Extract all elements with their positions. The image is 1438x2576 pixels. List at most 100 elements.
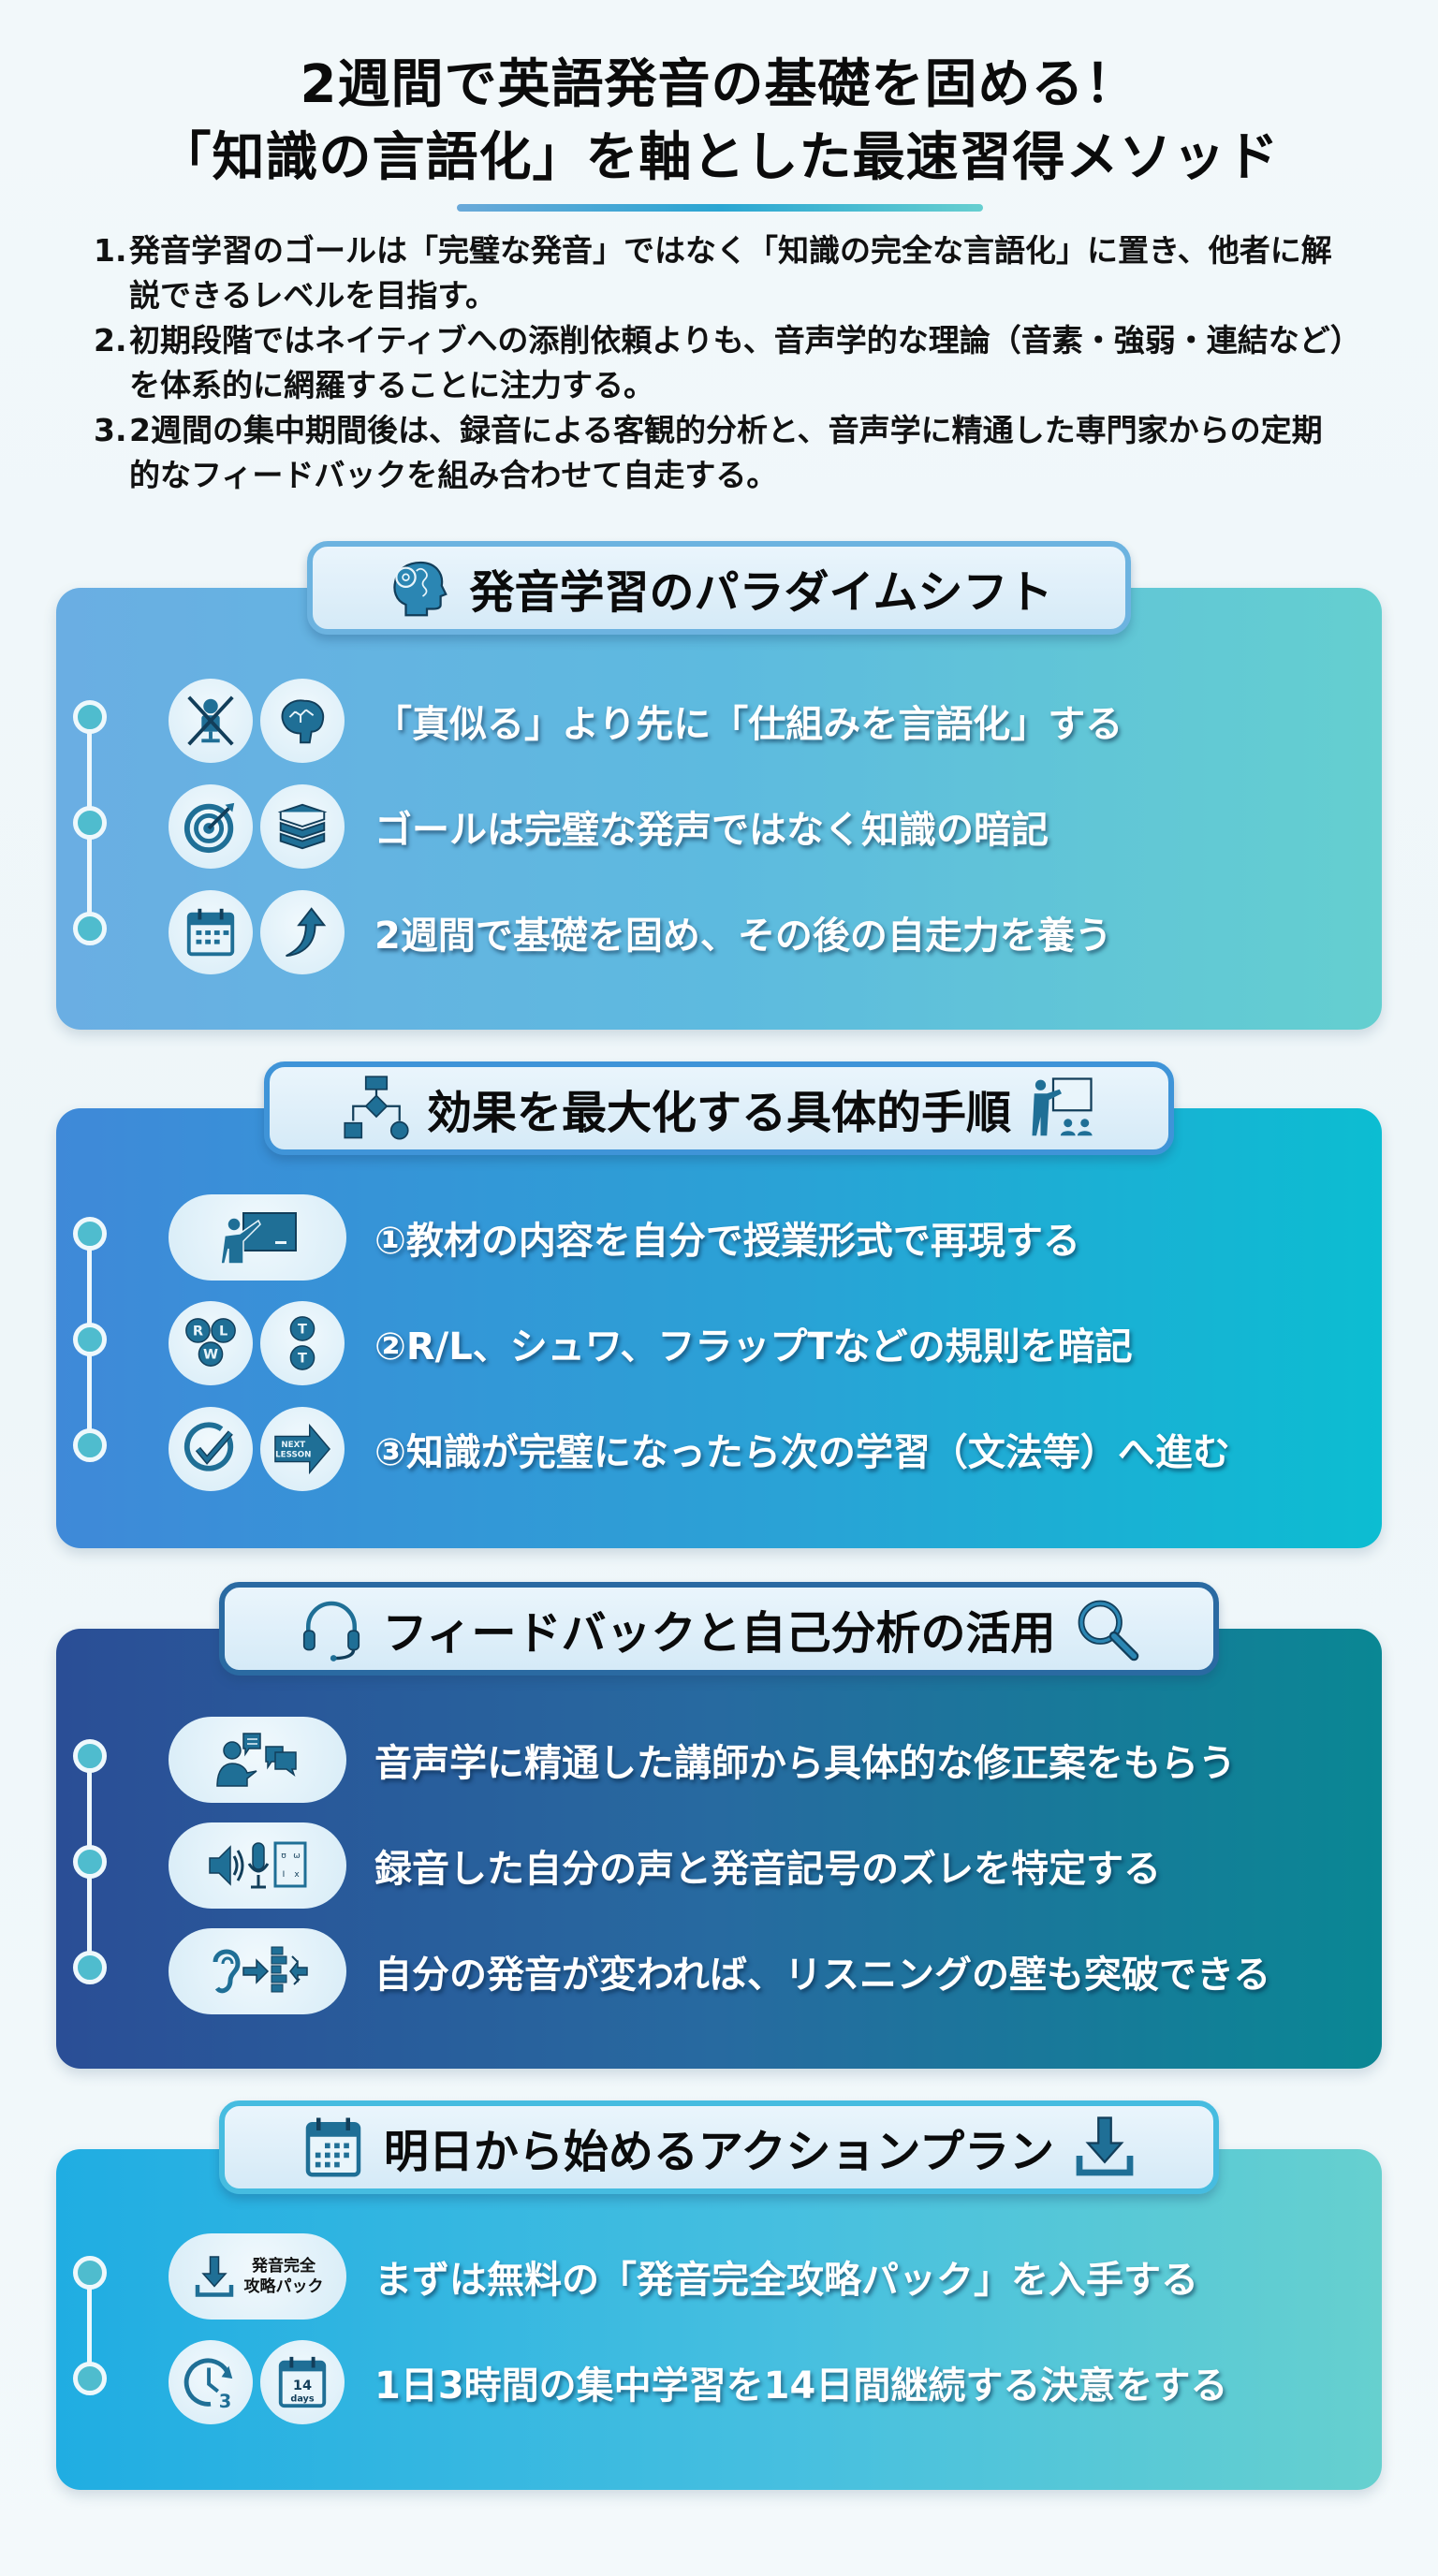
pack-label-line: 攻略パック bbox=[243, 2277, 324, 2296]
title-line-2: 「知識の言語化」を軸とした最速習得メソッド bbox=[158, 127, 1280, 188]
section-header-paradigm-shift: 発音学習のパラダイムシフト bbox=[307, 541, 1131, 635]
download-icon bbox=[1071, 2114, 1138, 2181]
pack-label-line: 発音完全 bbox=[252, 2257, 315, 2276]
section-title: 効果を最大化する具体的手順 bbox=[426, 1087, 1011, 1139]
list-item: 自分の発音が変われば、リスニングの壁も突破できる bbox=[169, 1928, 1270, 2014]
svg-text:R: R bbox=[193, 1324, 203, 1339]
section-header-action-plan: 明日から始めるアクションプラン bbox=[219, 2100, 1219, 2194]
ear-break-wall-icon bbox=[169, 1928, 346, 2014]
intro-item: 2.初期段階ではネイティブへの添削依頼よりも、音声学的な理論（音素・強弱・連結な… bbox=[94, 318, 1348, 408]
svg-text:W: W bbox=[203, 1347, 218, 1362]
svg-text:ʊ: ʊ bbox=[281, 1852, 286, 1861]
timeline-dot bbox=[73, 1217, 107, 1251]
intro-text: 初期段階ではネイティブへの添削依頼よりも、音声学的な理論（音素・強弱・連結など）… bbox=[129, 322, 1346, 403]
svg-text:LESSON: LESSON bbox=[275, 1451, 311, 1460]
target-icon bbox=[169, 784, 253, 869]
item-text: ①教材の内容を自分で授業形式で再現する bbox=[374, 1220, 1080, 1263]
svg-text:T: T bbox=[298, 1322, 307, 1337]
no-mimic-icon bbox=[169, 679, 253, 763]
section-action-plan bbox=[56, 2149, 1382, 2490]
section-title: 明日から始めるアクションプラン bbox=[383, 2126, 1055, 2178]
calendar-icon bbox=[300, 2114, 367, 2181]
item-text: 2週間で基礎を固め、その後の自走力を養う bbox=[374, 915, 1112, 958]
teacher-board-icon bbox=[169, 1194, 346, 1281]
timeline-dot bbox=[73, 912, 107, 945]
list-item: 音声学に精通した講師から具体的な修正案をもらう bbox=[169, 1717, 1236, 1803]
item-text: まずは無料の「発音完全攻略パック」を入手する bbox=[374, 2259, 1198, 2302]
download-icon bbox=[195, 2256, 233, 2297]
section-header-concrete-steps: 効果を最大化する具体的手順 bbox=[264, 1061, 1174, 1155]
title-line-1: 2週間で英語発音の基礎を固める！ bbox=[300, 54, 1138, 115]
item-text: ③知識が完璧になったら次の学習（文法等）へ進む bbox=[374, 1431, 1230, 1474]
section-title: 発音学習のパラダイムシフト bbox=[469, 566, 1053, 619]
list-item: ①教材の内容を自分で授業形式で再現する bbox=[169, 1194, 1080, 1281]
title-divider bbox=[457, 204, 983, 212]
list-item: 2週間で基礎を固め、その後の自走力を養う bbox=[169, 889, 1112, 975]
teacher-audience-icon bbox=[1028, 1075, 1095, 1142]
section-title: フィードバックと自己分析の活用 bbox=[382, 1607, 1056, 1660]
pack-label: 発音完全 攻略パック bbox=[244, 2256, 324, 2297]
timeline-dot bbox=[73, 1323, 107, 1356]
head-gears-icon bbox=[385, 554, 452, 622]
clock-3h-icon: 3 bbox=[169, 2340, 253, 2424]
page-title: 2週間で英語発音の基礎を固める！ 「知識の言語化」を軸とした最速習得メソッド bbox=[0, 49, 1438, 195]
brain-icon bbox=[260, 679, 345, 763]
timeline-dot bbox=[73, 1951, 107, 1984]
timeline bbox=[66, 2256, 112, 2396]
checkmark-icon bbox=[169, 1407, 253, 1491]
timeline bbox=[66, 1217, 112, 1462]
arrow-up-icon bbox=[260, 890, 345, 974]
timeline-dot bbox=[73, 1845, 107, 1879]
timeline-dot bbox=[73, 1428, 107, 1462]
item-text: 1日3時間の集中学習を14日間継続する決意をする bbox=[374, 2364, 1228, 2408]
svg-text:ω: ω bbox=[293, 1852, 301, 1861]
intro-number: 3. bbox=[94, 412, 127, 448]
list-item: ゴールは完璧な発声ではなく知識の暗記 bbox=[169, 783, 1049, 870]
list-item: 「真似る」より先に「仕組みを言語化」する bbox=[169, 678, 1123, 764]
item-text: ゴールは完璧な発声ではなく知識の暗記 bbox=[374, 809, 1049, 852]
intro-number: 1. bbox=[94, 232, 127, 269]
section-header-feedback-analysis: フィードバックと自己分析の活用 bbox=[219, 1582, 1219, 1676]
timeline-dot bbox=[73, 700, 107, 734]
headset-icon bbox=[298, 1595, 365, 1662]
timeline bbox=[66, 1739, 112, 1984]
item-text: 「真似る」より先に「仕組みを言語化」する bbox=[374, 703, 1123, 746]
svg-text:I: I bbox=[283, 1870, 286, 1880]
timeline-dot bbox=[73, 2256, 107, 2290]
svg-text:T: T bbox=[298, 1351, 307, 1366]
svg-text:3: 3 bbox=[219, 2391, 231, 2411]
timeline bbox=[66, 700, 112, 945]
svg-text:days: days bbox=[290, 2393, 314, 2404]
intro-text: 2週間の集中期間後は、録音による客観的分析と、音声学に精通した専門家からの定期的… bbox=[129, 412, 1323, 493]
books-icon bbox=[260, 784, 345, 869]
list-item: 発音完全 攻略パック まずは無料の「発音完全攻略パック」を入手する bbox=[169, 2233, 1198, 2320]
item-text: ②R/L、シュワ、フラップTなどの規則を暗記 bbox=[374, 1325, 1133, 1368]
timeline-dot bbox=[73, 1739, 107, 1773]
item-text: 録音した自分の声と発音記号のズレを特定する bbox=[374, 1848, 1161, 1891]
magnifier-icon bbox=[1073, 1595, 1140, 1662]
intro-item: 1.発音学習のゴールは「完璧な発音」ではなく「知識の完全な言語化」に置き、他者に… bbox=[94, 228, 1348, 318]
item-text: 音声学に精通した講師から具体的な修正案をもらう bbox=[374, 1742, 1236, 1785]
svg-text:x: x bbox=[294, 1870, 300, 1880]
intro-number: 2. bbox=[94, 322, 127, 359]
speaker-person-icon bbox=[169, 1717, 346, 1803]
svg-text:NEXT: NEXT bbox=[281, 1441, 305, 1450]
intro-text: 発音学習のゴールは「完璧な発音」ではなく「知識の完全な言語化」に置き、他者に解説… bbox=[129, 232, 1332, 314]
item-text: 自分の発音が変われば、リスニングの壁も突破できる bbox=[374, 1954, 1271, 1997]
svg-text:L: L bbox=[219, 1324, 227, 1339]
timeline-dot bbox=[73, 806, 107, 840]
calendar-icon bbox=[169, 890, 253, 974]
svg-text:14: 14 bbox=[293, 2378, 312, 2393]
timeline-dot bbox=[73, 2362, 107, 2395]
flowchart-icon bbox=[343, 1075, 410, 1142]
download-pack-button[interactable]: 発音完全 攻略パック bbox=[169, 2233, 346, 2320]
